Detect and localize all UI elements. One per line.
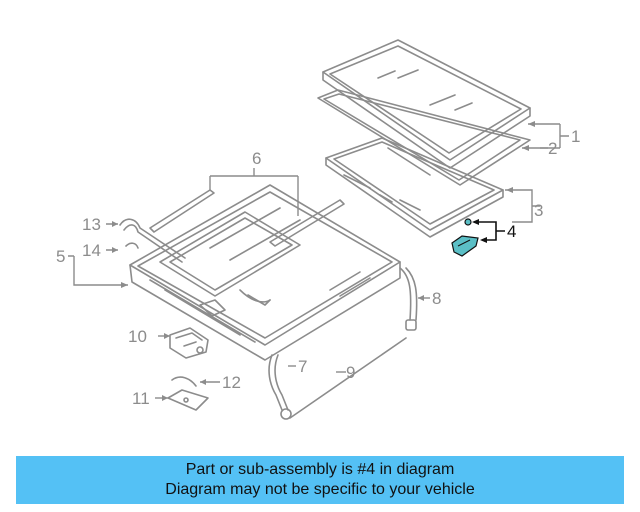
screw bbox=[464, 218, 472, 226]
sunroof-housing bbox=[129, 184, 401, 361]
rails bbox=[149, 189, 345, 247]
plate bbox=[167, 389, 209, 411]
callout-4: 4 bbox=[507, 222, 516, 241]
callout-13: 13 bbox=[82, 215, 101, 234]
callout-9: 9 bbox=[346, 363, 355, 382]
wind-deflector bbox=[119, 218, 186, 263]
motor bbox=[169, 327, 209, 359]
hose bbox=[268, 354, 292, 420]
drain-hose bbox=[399, 267, 418, 331]
part-4-highlight bbox=[451, 218, 505, 257]
callout-5: 5 bbox=[56, 247, 65, 266]
callout-6: 6 bbox=[252, 149, 261, 168]
info-banner: Part or sub-assembly is #4 in diagram Di… bbox=[16, 456, 624, 504]
callout-12: 12 bbox=[222, 373, 241, 392]
frame bbox=[325, 137, 504, 238]
leader-arrows bbox=[112, 121, 535, 401]
parts-diagram: 1 2 3 4 5 6 7 8 9 10 11 12 13 14 bbox=[56, 39, 580, 420]
callout-8: 8 bbox=[432, 289, 441, 308]
banner-line-2: Diagram may not be specific to your vehi… bbox=[165, 481, 475, 498]
callout-2: 2 bbox=[548, 139, 557, 158]
guide-bracket bbox=[451, 235, 479, 257]
drive-cable bbox=[289, 337, 407, 419]
clip bbox=[125, 242, 139, 249]
banner-line-1: Part or sub-assembly is #4 in diagram bbox=[185, 461, 455, 478]
callout-1: 1 bbox=[571, 127, 580, 146]
callout-7: 7 bbox=[298, 357, 307, 376]
bracket bbox=[171, 376, 197, 387]
callout-11: 11 bbox=[132, 389, 150, 408]
leader-lines bbox=[68, 123, 569, 399]
callout-14: 14 bbox=[82, 241, 101, 260]
callout-10: 10 bbox=[128, 327, 147, 346]
callout-3: 3 bbox=[534, 201, 543, 220]
